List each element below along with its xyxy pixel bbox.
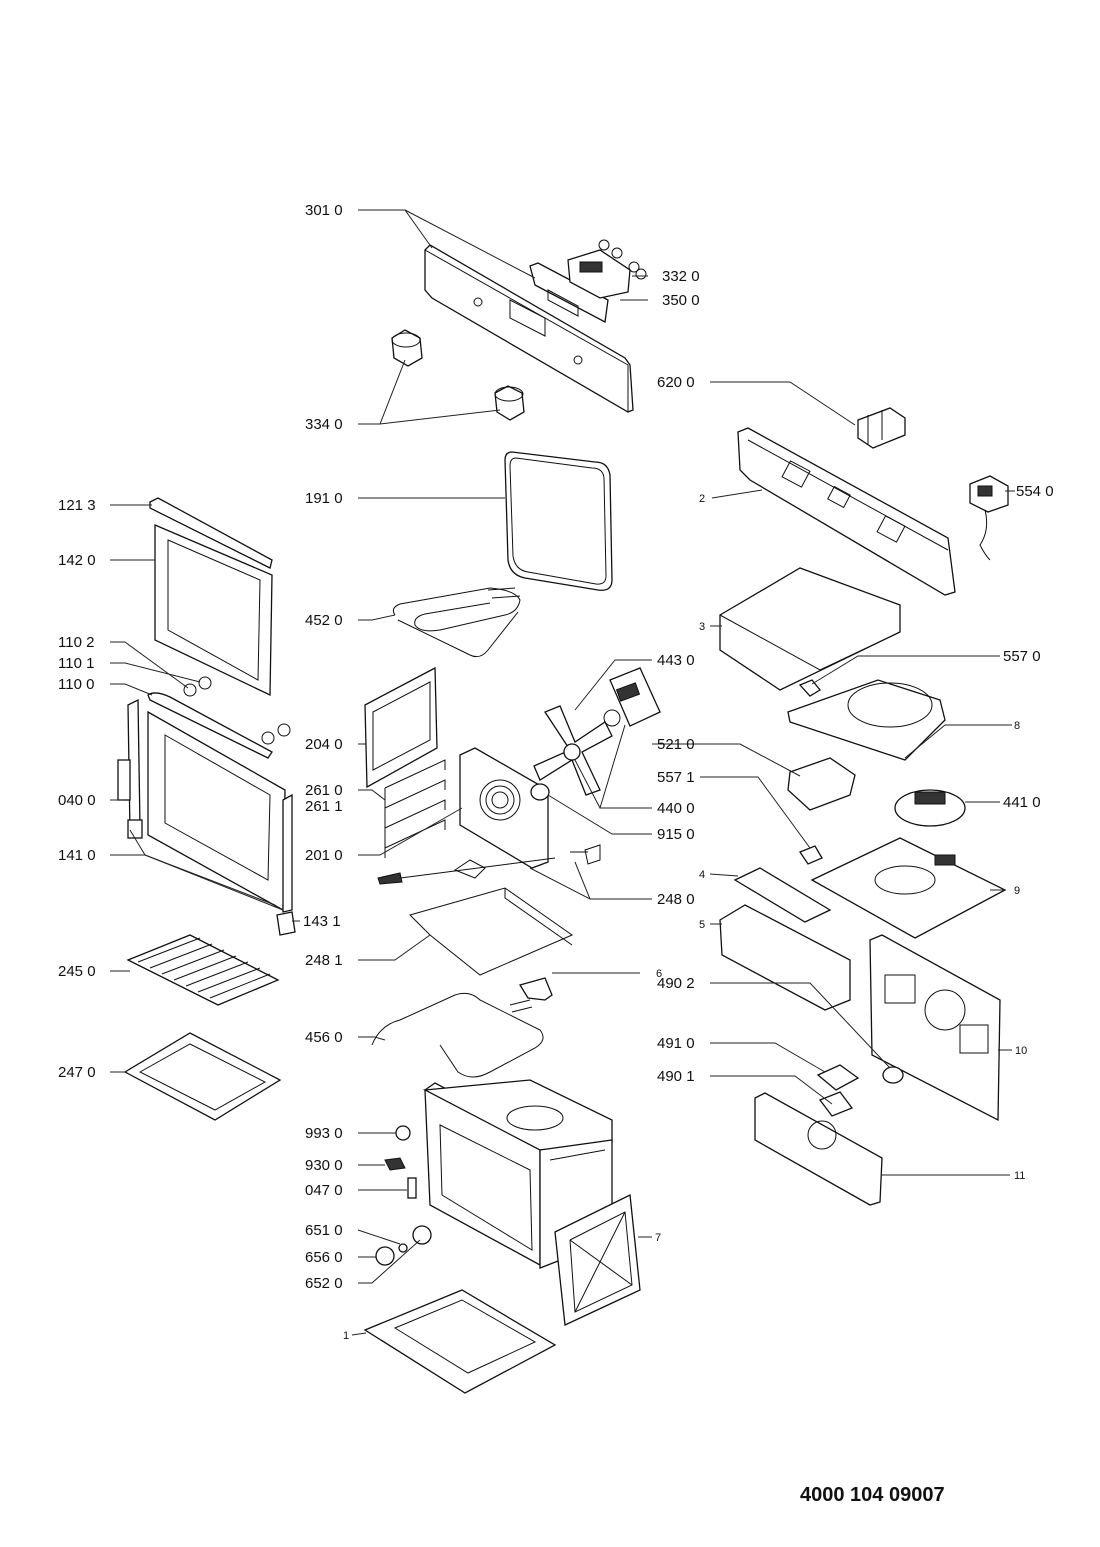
label-620-0: 620 0 [657,374,695,391]
label-557-1: 557 1 [657,769,695,786]
label-248-1: 248 1 [305,952,343,969]
thermostat-part [969,475,1009,561]
label-261-1: 261 1 [305,798,343,815]
door-knob-part [882,1066,904,1084]
small-fixing-parts [375,1125,432,1266]
label-440-0: 440 0 [657,800,695,817]
label-4: 4 [699,869,705,881]
label-557-0: 557 0 [1003,648,1041,665]
label-1: 1 [343,1330,349,1342]
label-301-0: 301 0 [305,202,343,219]
rear-channel-part [719,904,851,1011]
label-8: 8 [1014,720,1020,732]
clock-module-part [567,239,647,299]
door-glass-part [154,524,273,697]
top-panel-part [810,837,1007,939]
hinge-bracket-part [276,911,296,936]
label-993-0: 993 0 [305,1125,343,1142]
frame-part [737,427,956,596]
label-191-0: 191 0 [305,490,343,507]
label-261-0: 261 0 [305,782,343,799]
label-652-0: 652 0 [305,1275,343,1292]
label-110-2: 110 2 [58,634,94,651]
wire-rack-part [126,934,280,1006]
bracket-part [518,977,553,1001]
label-11: 11 [1014,1170,1025,1182]
terminal-block-part [787,757,856,811]
label-651-0: 651 0 [305,1222,343,1239]
label-656-0: 656 0 [305,1249,343,1266]
label-350-0: 350 0 [662,292,700,309]
label-930-0: 930 0 [305,1157,343,1174]
safety-switch-part [798,679,821,697]
rotisserie-spit-part [377,844,601,885]
label-7: 7 [655,1232,661,1244]
knob-part [391,329,525,421]
spit-support-part [409,887,574,976]
label-334-0: 334 0 [305,416,343,433]
label-10: 10 [1015,1045,1027,1057]
top-cover-part [719,567,901,691]
label-5: 5 [699,919,705,931]
label-915-0: 915 0 [657,826,695,843]
label-490-2: 490 2 [657,975,695,992]
rail-part [733,867,832,923]
door-seal-part [504,451,613,591]
label-143-1: 143 1 [303,913,341,930]
label-456-0: 456 0 [305,1029,343,1046]
back-panel-part [459,747,549,869]
label-332-0: 332 0 [662,268,700,285]
rear-cover-part [754,1092,883,1206]
shelf-support-part [384,759,446,858]
door-outer-part [117,692,293,913]
connector-part [816,1064,860,1091]
label-047-0: 047 0 [305,1182,343,1199]
label-040-0: 040 0 [58,792,96,809]
lower-element-part [371,992,544,1078]
cooling-fan-housing-part [787,679,946,761]
label-121-3: 121 3 [58,497,96,514]
label-245-0: 245 0 [58,963,96,980]
control-panel-part [424,244,634,413]
label-247-0: 247 0 [58,1064,96,1081]
label-554-0: 554 0 [1016,483,1054,500]
door-profile-part [149,497,273,569]
rear-wall-part [869,934,1001,1122]
document-number: 4000 104 09007 [800,1484,945,1506]
label-110-1: 110 1 [58,655,94,672]
side-rail-part [364,666,438,789]
bottom-panel-part [363,1289,557,1394]
label-3: 3 [699,621,705,633]
electronic-board-part [529,262,609,324]
label-491-0: 491 0 [657,1035,695,1052]
label-248-0: 248 0 [657,891,695,908]
label-521-0: 521 0 [657,736,695,753]
label-141-0: 141 0 [58,847,96,864]
part-labels: 301 0 332 0 350 0 334 0 620 0 191 0 2 55… [58,202,1054,1342]
baking-tray-part [123,1032,282,1121]
label-443-0: 443 0 [657,652,695,669]
cooling-fan-part [894,789,966,827]
leader-lines [110,209,1015,1336]
bushing-part [530,783,550,801]
door-switch-part [799,845,823,865]
label-110-0: 110 0 [58,676,94,693]
label-441-0: 441 0 [1003,794,1041,811]
lock-part [818,1091,854,1117]
label-490-1: 490 1 [657,1068,695,1085]
label-204-0: 204 0 [305,736,343,753]
label-6: 6 [656,968,662,980]
door-bushing-part [183,676,291,745]
relay-part [857,407,906,449]
label-9: 9 [1014,885,1020,897]
label-2: 2 [699,493,705,505]
grill-element-part [392,587,521,658]
side-panel-part [554,1194,641,1326]
fan-blade-part [533,705,613,796]
fan-motor-part [603,667,661,727]
label-142-0: 142 0 [58,552,96,569]
label-452-0: 452 0 [305,612,343,629]
label-201-0: 201 0 [305,847,343,864]
